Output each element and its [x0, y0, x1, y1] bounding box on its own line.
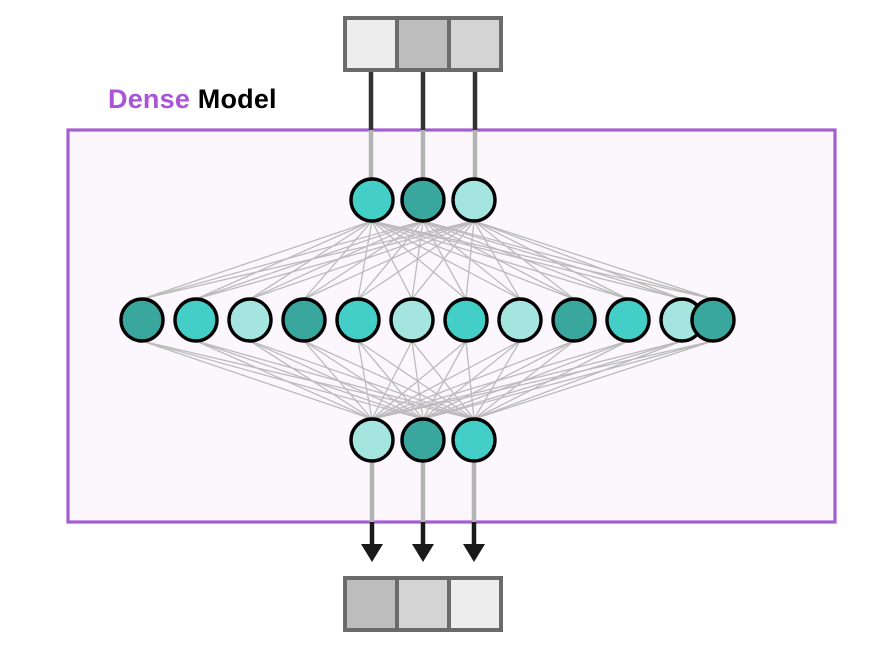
network-edge: [371, 220, 521, 300]
neuron-node: [551, 297, 597, 343]
title-word-dense: Dense: [108, 84, 191, 114]
network-edge: [473, 220, 714, 300]
arrow-head-icon: [412, 544, 434, 562]
token-cell: [447, 576, 503, 632]
network-edge: [371, 340, 714, 420]
network-edge: [473, 220, 575, 300]
network-edge: [371, 340, 467, 420]
network-edge: [141, 220, 475, 300]
neuron-node: [451, 417, 497, 463]
network-edge: [371, 220, 413, 300]
network-edge: [422, 220, 575, 300]
output-token-block: [343, 576, 503, 632]
network-edge: [473, 340, 521, 420]
page-title: Dense Model: [108, 86, 277, 113]
network-edge: [303, 340, 373, 420]
network-edge: [371, 340, 683, 420]
network-edge: [411, 340, 475, 420]
network-edge: [422, 220, 683, 300]
network-edge: [422, 220, 467, 300]
output-arrows: [361, 461, 485, 562]
network-edge: [473, 340, 683, 420]
network-edge: [371, 220, 629, 300]
network-edge: [195, 340, 373, 420]
arrow-head-icon: [463, 544, 485, 562]
network-edge: [357, 340, 475, 420]
token-cell: [343, 576, 399, 632]
network-edge: [422, 340, 714, 420]
network-edge: [357, 220, 373, 300]
neuron-node: [227, 297, 273, 343]
network-edge: [473, 220, 683, 300]
neuron-node: [281, 297, 327, 343]
network-edge: [371, 340, 521, 420]
network-edge: [303, 340, 424, 420]
neuron-node: [400, 417, 446, 463]
network-edge: [411, 220, 475, 300]
network-edge: [357, 340, 424, 420]
network-edge: [422, 340, 683, 420]
network-edge: [473, 220, 629, 300]
network-edge: [249, 340, 424, 420]
network-edge: [357, 220, 475, 300]
network-edge: [371, 340, 575, 420]
io-connector-lines: [368, 70, 478, 179]
network-edge: [422, 220, 714, 300]
neuron-node: [119, 297, 165, 343]
token-cell: [447, 16, 503, 72]
network-edge: [141, 340, 373, 420]
title-word-model: Model: [197, 84, 277, 114]
neuron-node: [400, 177, 446, 223]
network-edge: [249, 220, 475, 300]
network-edge: [303, 340, 475, 420]
network-edge: [371, 340, 413, 420]
network-edges: [141, 220, 714, 420]
neuron-node: [335, 297, 381, 343]
network-edge: [303, 220, 475, 300]
token-blocks: [343, 16, 503, 632]
network-edge: [195, 220, 475, 300]
network-edge: [195, 340, 424, 420]
arrow-head-icon: [361, 544, 383, 562]
neuron-node: [451, 177, 497, 223]
network-edge: [357, 340, 373, 420]
token-cell: [395, 576, 451, 632]
neuron-node: [349, 177, 395, 223]
network-edge: [465, 220, 475, 300]
neuron-node: [349, 417, 395, 463]
network-edge: [371, 340, 629, 420]
network-edge: [422, 220, 629, 300]
input-token-block: [343, 16, 503, 72]
neuron-node: [173, 297, 219, 343]
network-edge: [249, 340, 373, 420]
network-edge: [371, 220, 467, 300]
network-edge: [473, 340, 714, 420]
network-edge: [141, 220, 424, 300]
network-edge: [473, 220, 521, 300]
token-cell: [395, 16, 451, 72]
neuron-node: [690, 297, 736, 343]
neuron-node: [605, 297, 651, 343]
neuron-node: [389, 297, 435, 343]
network-edge: [141, 220, 373, 300]
network-edge: [371, 220, 575, 300]
network-edge: [422, 220, 521, 300]
network-edge: [249, 340, 475, 420]
neuron-node: [443, 297, 489, 343]
network-nodes: [119, 177, 736, 463]
neuron-node: [497, 297, 543, 343]
token-cell: [343, 16, 399, 72]
